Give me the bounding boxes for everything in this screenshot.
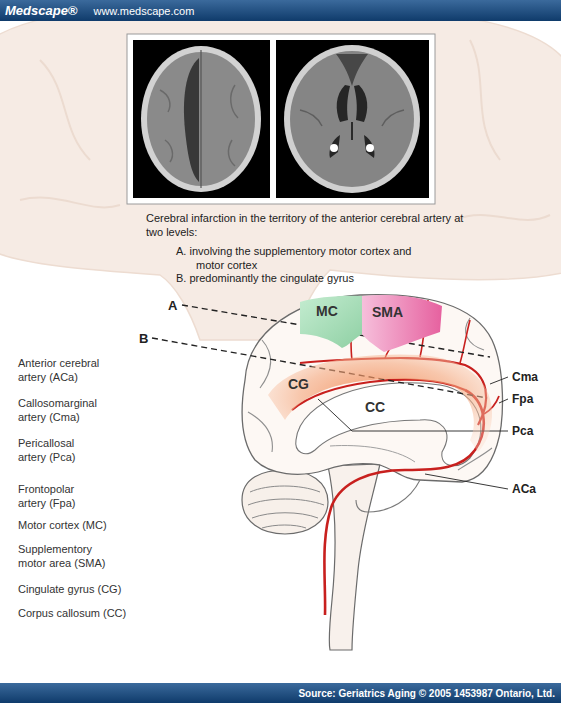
- ct-calcification: [366, 144, 374, 152]
- motor-cortex-region: MC: [296, 294, 366, 350]
- region-fill: [362, 295, 442, 352]
- key-entry: Pericallosal artery (Pca): [18, 436, 88, 464]
- cerebellum: [242, 470, 328, 534]
- label-holder: B: [139, 331, 148, 346]
- region-fill: [300, 296, 362, 348]
- corpus-callosum: [296, 383, 481, 466]
- key-entry: Supplementory motor area (SMA): [18, 542, 113, 570]
- background-sulcus: [455, 215, 550, 220]
- ct-sulcus: [160, 85, 238, 166]
- artery-branch: [460, 320, 470, 363]
- ct-frame: [127, 34, 435, 204]
- ct-infarct: [336, 54, 368, 86]
- site-url: www.medscape.com: [93, 5, 194, 17]
- key-entry: Motor cortex (MC): [18, 518, 148, 532]
- header-band: Medscape® www.medscape.com: [0, 0, 561, 21]
- key-entry: Cingulate gyrus (CG): [18, 582, 148, 596]
- artery-abbreviation: ACa: [512, 482, 536, 496]
- brand-name: Medscape®: [5, 3, 77, 18]
- ct-ventricle: [337, 85, 350, 122]
- label-holder: Supplementory motor area (SMA): [18, 542, 113, 570]
- supplementary-motor-region: SMA: [362, 294, 444, 354]
- structure-abbreviation: CC: [365, 399, 385, 415]
- label-holder: A. involving the supplementory motor cor…: [176, 244, 426, 272]
- ct-sulcus: [300, 110, 404, 126]
- ct-calcification: [330, 144, 338, 152]
- key-entry: Corpus callosum (CC): [18, 606, 148, 620]
- ct-image: [133, 40, 270, 198]
- leader-line: [425, 474, 508, 489]
- ct-midline: [200, 50, 201, 188]
- background-sulcus: [470, 40, 500, 160]
- sulcus: [260, 340, 270, 388]
- source-credit: Source: Geriatrics Aging © 2005 1453987 …: [298, 688, 555, 699]
- caption: Cerebral infarction in the territory of …: [146, 211, 476, 239]
- key-entry: Frontopolar artery (Fpa): [18, 482, 88, 510]
- leader-line: [499, 399, 508, 403]
- region-label: MC: [316, 303, 338, 319]
- ct-third-ventricle: [351, 122, 353, 140]
- anterior-cerebral-artery: [324, 390, 483, 615]
- level-letter: A: [168, 298, 177, 313]
- ct-skull: [141, 46, 261, 192]
- label-holder: Cma: [512, 370, 538, 384]
- ct-image: [276, 40, 429, 198]
- artery-abbreviation: Pca: [512, 424, 533, 438]
- caption-item: B. predominantly the cingulate gyrus: [176, 271, 436, 285]
- caption-box: Cerebral infarction in the territory of …: [146, 211, 476, 239]
- ct-infarct: [184, 58, 199, 182]
- region-label: CG: [288, 376, 309, 392]
- label-holder: Cingulate gyrus (CG): [18, 582, 148, 596]
- level-letter: B: [139, 331, 148, 346]
- region-fill: [268, 354, 492, 452]
- footer-band: Source: Geriatrics Aging © 2005 1453987 …: [0, 683, 561, 703]
- background-sulcus: [40, 60, 90, 160]
- ct-brain: [290, 51, 414, 187]
- region-label: SMA: [372, 304, 403, 320]
- fornix: [330, 446, 415, 462]
- label-holder: A: [168, 298, 177, 313]
- cerebrum-outline: [242, 295, 502, 482]
- key-entry: Callosomarginal artery (Cma): [18, 396, 118, 424]
- ct-skull: [284, 45, 420, 193]
- label-holder: Pca: [512, 424, 533, 438]
- label-holder: Anterior cerebral artery (ACa): [18, 356, 118, 384]
- key-entry: Anterior cerebral artery (ACa): [18, 356, 118, 384]
- label-holder: Frontopolar artery (Fpa): [18, 482, 88, 510]
- ct-ventricle: [354, 85, 367, 122]
- label-holder: ACa: [512, 482, 536, 496]
- region-shape: [362, 294, 444, 354]
- temporal-lobe-edge: [356, 480, 420, 512]
- region-shape: [296, 294, 366, 350]
- label-holder: CC: [365, 399, 385, 415]
- background-brain: [0, 1, 561, 340]
- brainstem: [328, 464, 380, 650]
- artery-abbreviation: Fpa: [512, 392, 533, 406]
- label-holder: B. predominantly the cingulate gyrus: [176, 271, 436, 285]
- sulcus: [466, 318, 484, 350]
- background-sulcus: [20, 198, 120, 208]
- label-holder: Fpa: [512, 392, 533, 406]
- artery-abbreviation: Cma: [512, 370, 538, 384]
- sulcus: [248, 412, 272, 452]
- leader-line: [490, 377, 508, 384]
- label-holder: Callosomarginal artery (Cma): [18, 396, 118, 424]
- cerebellar-folia: [248, 486, 324, 528]
- caption-item: A. involving the supplementory motor cor…: [176, 244, 426, 272]
- label-holder: Pericallosal artery (Pca): [18, 436, 88, 464]
- label-holder: Motor cortex (MC): [18, 518, 148, 532]
- label-holder: Corpus callosum (CC): [18, 606, 148, 620]
